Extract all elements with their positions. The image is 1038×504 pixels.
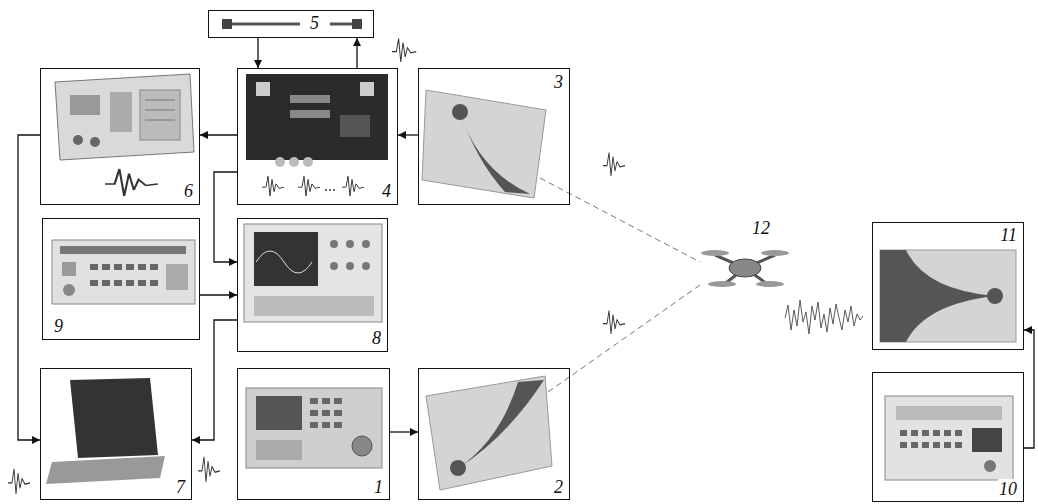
laptop [46, 378, 165, 484]
callout-number: 1 [373, 477, 384, 497]
equipment-box: 6 [40, 68, 200, 205]
callout-number: 6 [183, 181, 194, 201]
callout-number: 12 [751, 218, 771, 238]
equipment-box: 7 [40, 368, 192, 500]
equipment-box: 1 [237, 368, 390, 500]
noise-generator [885, 396, 1013, 480]
pulse-waveform [8, 469, 30, 494]
callout-number: 11 [999, 225, 1018, 245]
callout-number: 4 [381, 181, 392, 201]
signal-arrow [390, 431, 418, 432]
pulse-waveform [603, 153, 625, 176]
callout-number: 7 [175, 477, 186, 497]
signal-arrow [192, 320, 237, 440]
coax-cable [222, 19, 362, 29]
receiver-board [246, 74, 388, 167]
equipment-box: 8 [237, 218, 388, 352]
callout-number: 8 [371, 328, 382, 348]
equipment-box: 4 [237, 68, 398, 205]
pulse-waveform [105, 169, 158, 196]
pulse-waveform [342, 176, 364, 196]
oscilloscope [244, 224, 382, 322]
pulse-waveform [603, 311, 625, 334]
signal-arrow [398, 134, 418, 135]
drone [701, 250, 789, 287]
radio-path [548, 285, 700, 392]
signal-arrow [200, 134, 237, 135]
equipment-box: 10 [872, 372, 1024, 502]
pulse-waveform [298, 176, 320, 196]
noise-signal [785, 300, 863, 334]
vivaldi-antenna [426, 376, 552, 490]
signal-arrow [356, 38, 357, 68]
pulse-waveform [262, 176, 284, 196]
equipment-box: 5 [208, 10, 374, 38]
pulse-waveform [392, 39, 416, 62]
signal-arrow [18, 135, 40, 440]
pulse-generator [52, 240, 195, 304]
equipment-box: 3 [418, 68, 570, 205]
signal-arrow [1024, 330, 1034, 448]
signal-generator [246, 388, 382, 468]
callout-number: 2 [553, 477, 564, 497]
digitizer-board [55, 74, 194, 160]
equipment-box: 11 [872, 222, 1024, 350]
signal-arrow [214, 172, 237, 262]
callout-number: 3 [553, 72, 564, 92]
radio-path [540, 178, 700, 262]
callout-number: 5 [309, 13, 320, 33]
pulse-waveform [198, 457, 220, 482]
signal-arrow [257, 38, 258, 68]
equipment-box: 9 [42, 218, 200, 340]
callout-number: 10 [998, 479, 1018, 499]
vivaldi-antenna [422, 90, 546, 198]
vivaldi-antenna [880, 250, 1016, 342]
callout-number: 9 [53, 316, 64, 336]
signal-arrow [200, 294, 237, 295]
equipment-box: 2 [418, 368, 570, 500]
